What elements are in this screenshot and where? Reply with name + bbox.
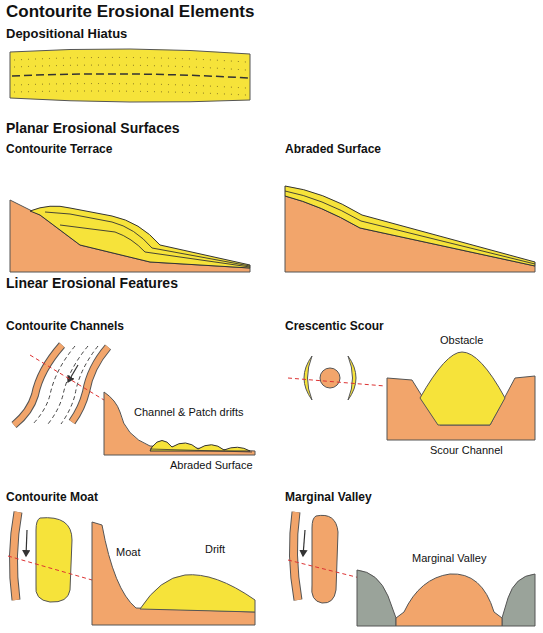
- channel-figure: [14, 345, 255, 455]
- figure-label: Moat: [116, 546, 140, 559]
- moat-figure: [8, 512, 255, 625]
- terrace-figure: [10, 200, 250, 272]
- panel-heading: Contourite Terrace: [6, 143, 112, 157]
- diagram-title: Contourite Erosional Elements: [6, 2, 254, 22]
- figure-label: Obstacle: [440, 334, 483, 347]
- hiatus-figure: [10, 49, 250, 102]
- panel-heading: Contourite Channels: [6, 320, 124, 334]
- scour-figure: [288, 352, 535, 440]
- figure-label: Scour Channel: [430, 444, 503, 457]
- figure-label: Abraded Surface: [170, 459, 253, 472]
- section-heading: Planar Erosional Surfaces: [6, 120, 180, 136]
- panel-heading: Marginal Valley: [285, 491, 372, 505]
- panel-heading: Contourite Moat: [6, 491, 98, 505]
- panel-heading: Abraded Surface: [285, 143, 381, 157]
- valley-figure: [288, 512, 535, 626]
- panel-heading: Crescentic Scour: [285, 320, 384, 334]
- section-heading: Linear Erosional Features: [6, 275, 178, 291]
- abraded-figure: [285, 186, 535, 272]
- section-heading: Depositional Hiatus: [6, 27, 127, 42]
- figure-label: Marginal Valley: [412, 552, 486, 565]
- figure-label: Channel & Patch drifts: [134, 406, 243, 419]
- figure-label: Drift: [205, 543, 225, 556]
